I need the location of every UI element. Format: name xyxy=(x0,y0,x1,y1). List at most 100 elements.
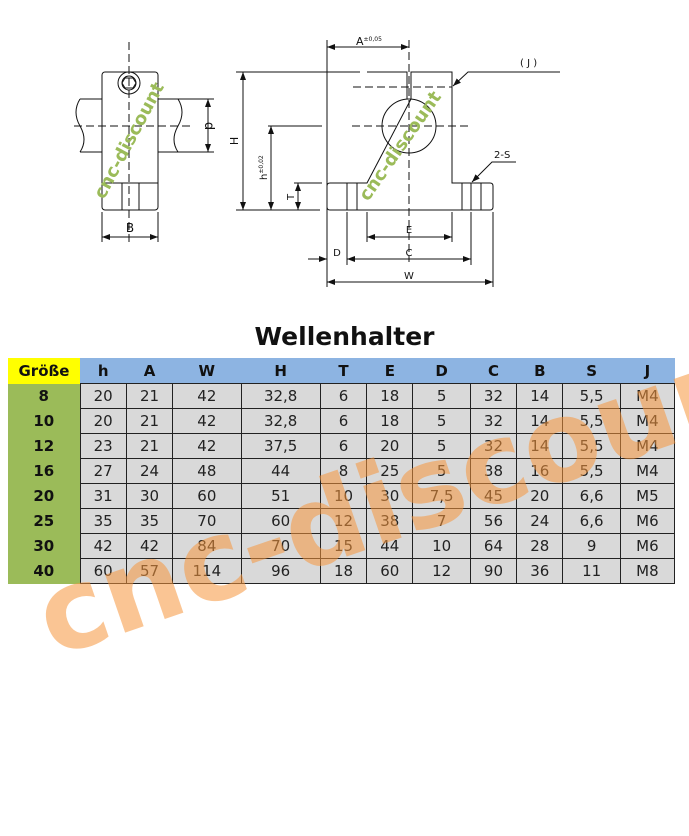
table-cell: 6 xyxy=(319,408,368,434)
dim-B: B xyxy=(126,221,134,235)
table-cell: M4 xyxy=(619,408,676,434)
table-cell: 18 xyxy=(366,383,414,409)
dim-T: T xyxy=(286,193,297,201)
table-cell: 20 xyxy=(366,433,414,459)
column-header: S xyxy=(562,358,621,384)
table-cell: 5,5 xyxy=(562,408,621,434)
dim-A: A±0,05 xyxy=(356,35,382,48)
table-cell: 21 xyxy=(125,433,174,459)
table-cell: 114 xyxy=(172,558,242,584)
table-cell: 60 xyxy=(172,483,242,509)
table-cell: 5,5 xyxy=(562,433,621,459)
label-2S: 2-S xyxy=(494,150,510,161)
table-cell: 5,5 xyxy=(562,383,621,409)
table-cell: 32 xyxy=(469,408,518,434)
column-header: B xyxy=(516,358,563,384)
table-cell: 21 xyxy=(125,383,174,409)
table-cell: M4 xyxy=(619,458,676,484)
table-cell: 90 xyxy=(469,558,518,584)
table-cell: 32,8 xyxy=(240,383,321,409)
table-cell: 70 xyxy=(172,508,242,534)
table-cell: 25 xyxy=(366,458,414,484)
table-cell: 7 xyxy=(412,508,471,534)
table-cell: 20 xyxy=(516,483,564,509)
table-cell: 11 xyxy=(562,558,621,584)
table-cell: 6,6 xyxy=(562,508,621,534)
table-cell: 28 xyxy=(516,533,564,559)
table-cell: 8 xyxy=(319,458,368,484)
table-cell: 37,5 xyxy=(240,433,321,459)
size-cell: 10 xyxy=(8,408,80,434)
column-header: E xyxy=(366,358,413,384)
size-cell: 25 xyxy=(8,508,80,534)
size-cell: 16 xyxy=(8,458,80,484)
table-cell: 20 xyxy=(79,408,127,434)
dim-d: d xyxy=(201,122,216,130)
column-header: J xyxy=(620,358,675,384)
table-cell: 38 xyxy=(366,508,414,534)
technical-drawing: d B A±0,05 ( J ) 2-S H h±0,02 T E D C W … xyxy=(74,35,560,287)
table-cell: 6 xyxy=(319,433,368,459)
column-header: D xyxy=(412,358,471,384)
label-J: ( J ) xyxy=(520,58,537,69)
table-cell: 12 xyxy=(319,508,368,534)
table-cell: 60 xyxy=(240,508,321,534)
table-cell: 9 xyxy=(562,533,621,559)
table-cell: 42 xyxy=(125,533,174,559)
table-cell: 5 xyxy=(412,433,471,459)
table-cell: 18 xyxy=(366,408,414,434)
dim-W: W xyxy=(404,271,414,282)
table-cell: 31 xyxy=(79,483,127,509)
table-cell: 6,6 xyxy=(562,483,621,509)
table-cell: 5 xyxy=(412,458,471,484)
table-cell: 5,5 xyxy=(562,458,621,484)
table-cell: 5 xyxy=(412,383,471,409)
size-cell: 8 xyxy=(8,383,80,409)
size-cell: 40 xyxy=(8,558,80,584)
size-cell: 30 xyxy=(8,533,80,559)
table-cell: 30 xyxy=(366,483,414,509)
table-cell: 32 xyxy=(469,433,518,459)
table-cell: 48 xyxy=(172,458,242,484)
table-cell: 42 xyxy=(79,533,127,559)
front-view xyxy=(236,40,560,287)
table-cell: M6 xyxy=(619,508,676,534)
dim-D: D xyxy=(333,248,341,259)
table-cell: 27 xyxy=(79,458,127,484)
column-header: C xyxy=(470,358,517,384)
table-cell: 14 xyxy=(516,383,564,409)
table-cell: 42 xyxy=(172,433,242,459)
table-cell: 60 xyxy=(79,558,127,584)
table-cell: 18 xyxy=(319,558,368,584)
column-header: Größe xyxy=(8,358,80,384)
table-cell: 57 xyxy=(125,558,174,584)
table-cell: 42 xyxy=(172,383,242,409)
table-cell: 42 xyxy=(172,408,242,434)
table-cell: 10 xyxy=(319,483,368,509)
table-cell: 5 xyxy=(412,408,471,434)
table-cell: 23 xyxy=(79,433,127,459)
table-cell: 14 xyxy=(516,408,564,434)
table-cell: 10 xyxy=(412,533,471,559)
column-header: h xyxy=(80,358,127,384)
dim-H: H xyxy=(228,137,241,145)
table-cell: M4 xyxy=(619,383,676,409)
table-cell: 51 xyxy=(240,483,321,509)
table-cell: 45 xyxy=(469,483,518,509)
table-cell: 64 xyxy=(469,533,518,559)
side-view xyxy=(74,42,214,245)
table-cell: 60 xyxy=(366,558,414,584)
table-cell: 12 xyxy=(412,558,471,584)
table-cell: 6 xyxy=(319,383,368,409)
dim-C: C xyxy=(406,248,413,259)
table-cell: 96 xyxy=(240,558,321,584)
